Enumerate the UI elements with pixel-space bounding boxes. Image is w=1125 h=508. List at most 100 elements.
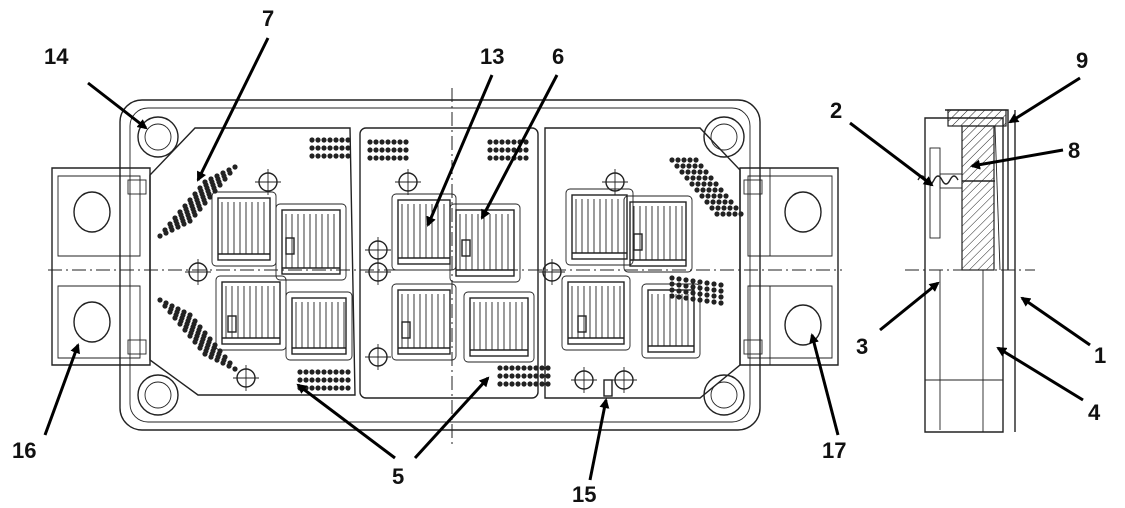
- label-2: 2: [830, 98, 843, 123]
- pin-dot: [545, 365, 551, 371]
- pin-dot: [533, 365, 539, 371]
- pin-dot: [726, 211, 732, 217]
- chip-block: [281, 209, 341, 275]
- pin-dot: [202, 200, 208, 206]
- pin-dot: [232, 164, 238, 170]
- pin-dot: [503, 365, 509, 371]
- pin-dot: [691, 169, 697, 175]
- pin-dot: [669, 293, 675, 299]
- pin-dot: [315, 369, 321, 375]
- pin-dot: [711, 287, 717, 293]
- substrates: [149, 127, 741, 399]
- pin-dot: [711, 193, 717, 199]
- pin-dot: [385, 155, 391, 161]
- pin-dot: [315, 385, 321, 391]
- pin-dot: [517, 155, 523, 161]
- pin-dot: [509, 373, 515, 379]
- pin-dot: [722, 199, 728, 205]
- label-13: 13: [480, 44, 505, 69]
- pin-dot: [169, 227, 175, 233]
- label-4: 4: [1088, 400, 1101, 425]
- pin-dot: [703, 169, 709, 175]
- chip-substrate: [565, 188, 634, 266]
- pin-dot: [711, 281, 717, 287]
- pin-dot: [698, 163, 704, 169]
- pin-dot: [704, 292, 710, 298]
- pin-dot: [710, 199, 716, 205]
- pin-dot: [689, 181, 695, 187]
- label-8: 8: [1068, 138, 1081, 163]
- pin-dot: [385, 147, 391, 153]
- pin-dot: [333, 153, 339, 159]
- pin-dot: [674, 163, 680, 169]
- pin-dot: [321, 369, 327, 375]
- pin-dot: [333, 145, 339, 151]
- pin-dot: [333, 137, 339, 143]
- pin-dot: [339, 137, 345, 143]
- pin-dot: [718, 282, 724, 288]
- leader-6: [480, 74, 559, 220]
- resistor: [633, 233, 643, 251]
- pin-dot: [497, 381, 503, 387]
- pin-dot: [713, 181, 719, 187]
- bond-wires: [157, 137, 744, 391]
- pin-dot: [207, 336, 213, 342]
- pin-dot: [397, 155, 403, 161]
- pin-dot: [697, 279, 703, 285]
- pin-dot: [692, 163, 698, 169]
- pin-dot: [681, 157, 687, 163]
- chip-substrate: [623, 195, 693, 273]
- pin-dot: [303, 377, 309, 383]
- pin-dot: [367, 147, 373, 153]
- pin-dot: [521, 373, 527, 379]
- pin-dot: [705, 193, 711, 199]
- pin-dot: [345, 153, 351, 159]
- chip-substrate: [275, 203, 347, 281]
- pin-dot: [715, 205, 721, 211]
- pin-dot: [695, 181, 701, 187]
- pin-dot: [505, 147, 511, 153]
- pin-dot: [718, 288, 724, 294]
- pin-dot: [339, 377, 345, 383]
- pin-dot: [676, 282, 682, 288]
- pin-dot: [683, 283, 689, 289]
- pin-dot: [697, 297, 703, 303]
- pin-dot: [222, 354, 228, 360]
- pin-dot: [669, 157, 675, 163]
- pin-dot: [309, 137, 315, 143]
- pin-dot: [700, 187, 706, 193]
- pin-dot: [397, 139, 403, 145]
- pin-dot: [227, 360, 233, 366]
- pin-dot: [321, 137, 327, 143]
- pin-dot: [303, 369, 309, 375]
- pin-dot: [693, 157, 699, 163]
- pin-dot: [720, 211, 726, 217]
- pin-dot: [545, 381, 551, 387]
- chip-block: [455, 209, 515, 277]
- pin-dot: [738, 211, 744, 217]
- pin-dot: [487, 147, 493, 153]
- pin-dot: [345, 377, 351, 383]
- pin-dot: [333, 369, 339, 375]
- pin-dot: [683, 289, 689, 295]
- leader-14: [87, 81, 148, 130]
- pin-dot: [379, 155, 385, 161]
- pin-dot: [515, 365, 521, 371]
- leader-16: [43, 343, 80, 436]
- pin-dot: [505, 155, 511, 161]
- pin-dot: [397, 147, 403, 153]
- pin-dot: [309, 153, 315, 159]
- chip-array: [211, 188, 701, 363]
- chip-block: [217, 197, 271, 261]
- pin-dot: [309, 385, 315, 391]
- pin-dot: [181, 221, 187, 227]
- pin-dot: [379, 139, 385, 145]
- chip-substrate: [285, 291, 353, 361]
- pin-dot: [709, 205, 715, 211]
- pin-dot: [690, 284, 696, 290]
- label-9: 9: [1076, 48, 1089, 73]
- pin-dot: [187, 312, 193, 318]
- pin-dot: [339, 153, 345, 159]
- pin-dot: [711, 299, 717, 305]
- pin-dot: [321, 153, 327, 159]
